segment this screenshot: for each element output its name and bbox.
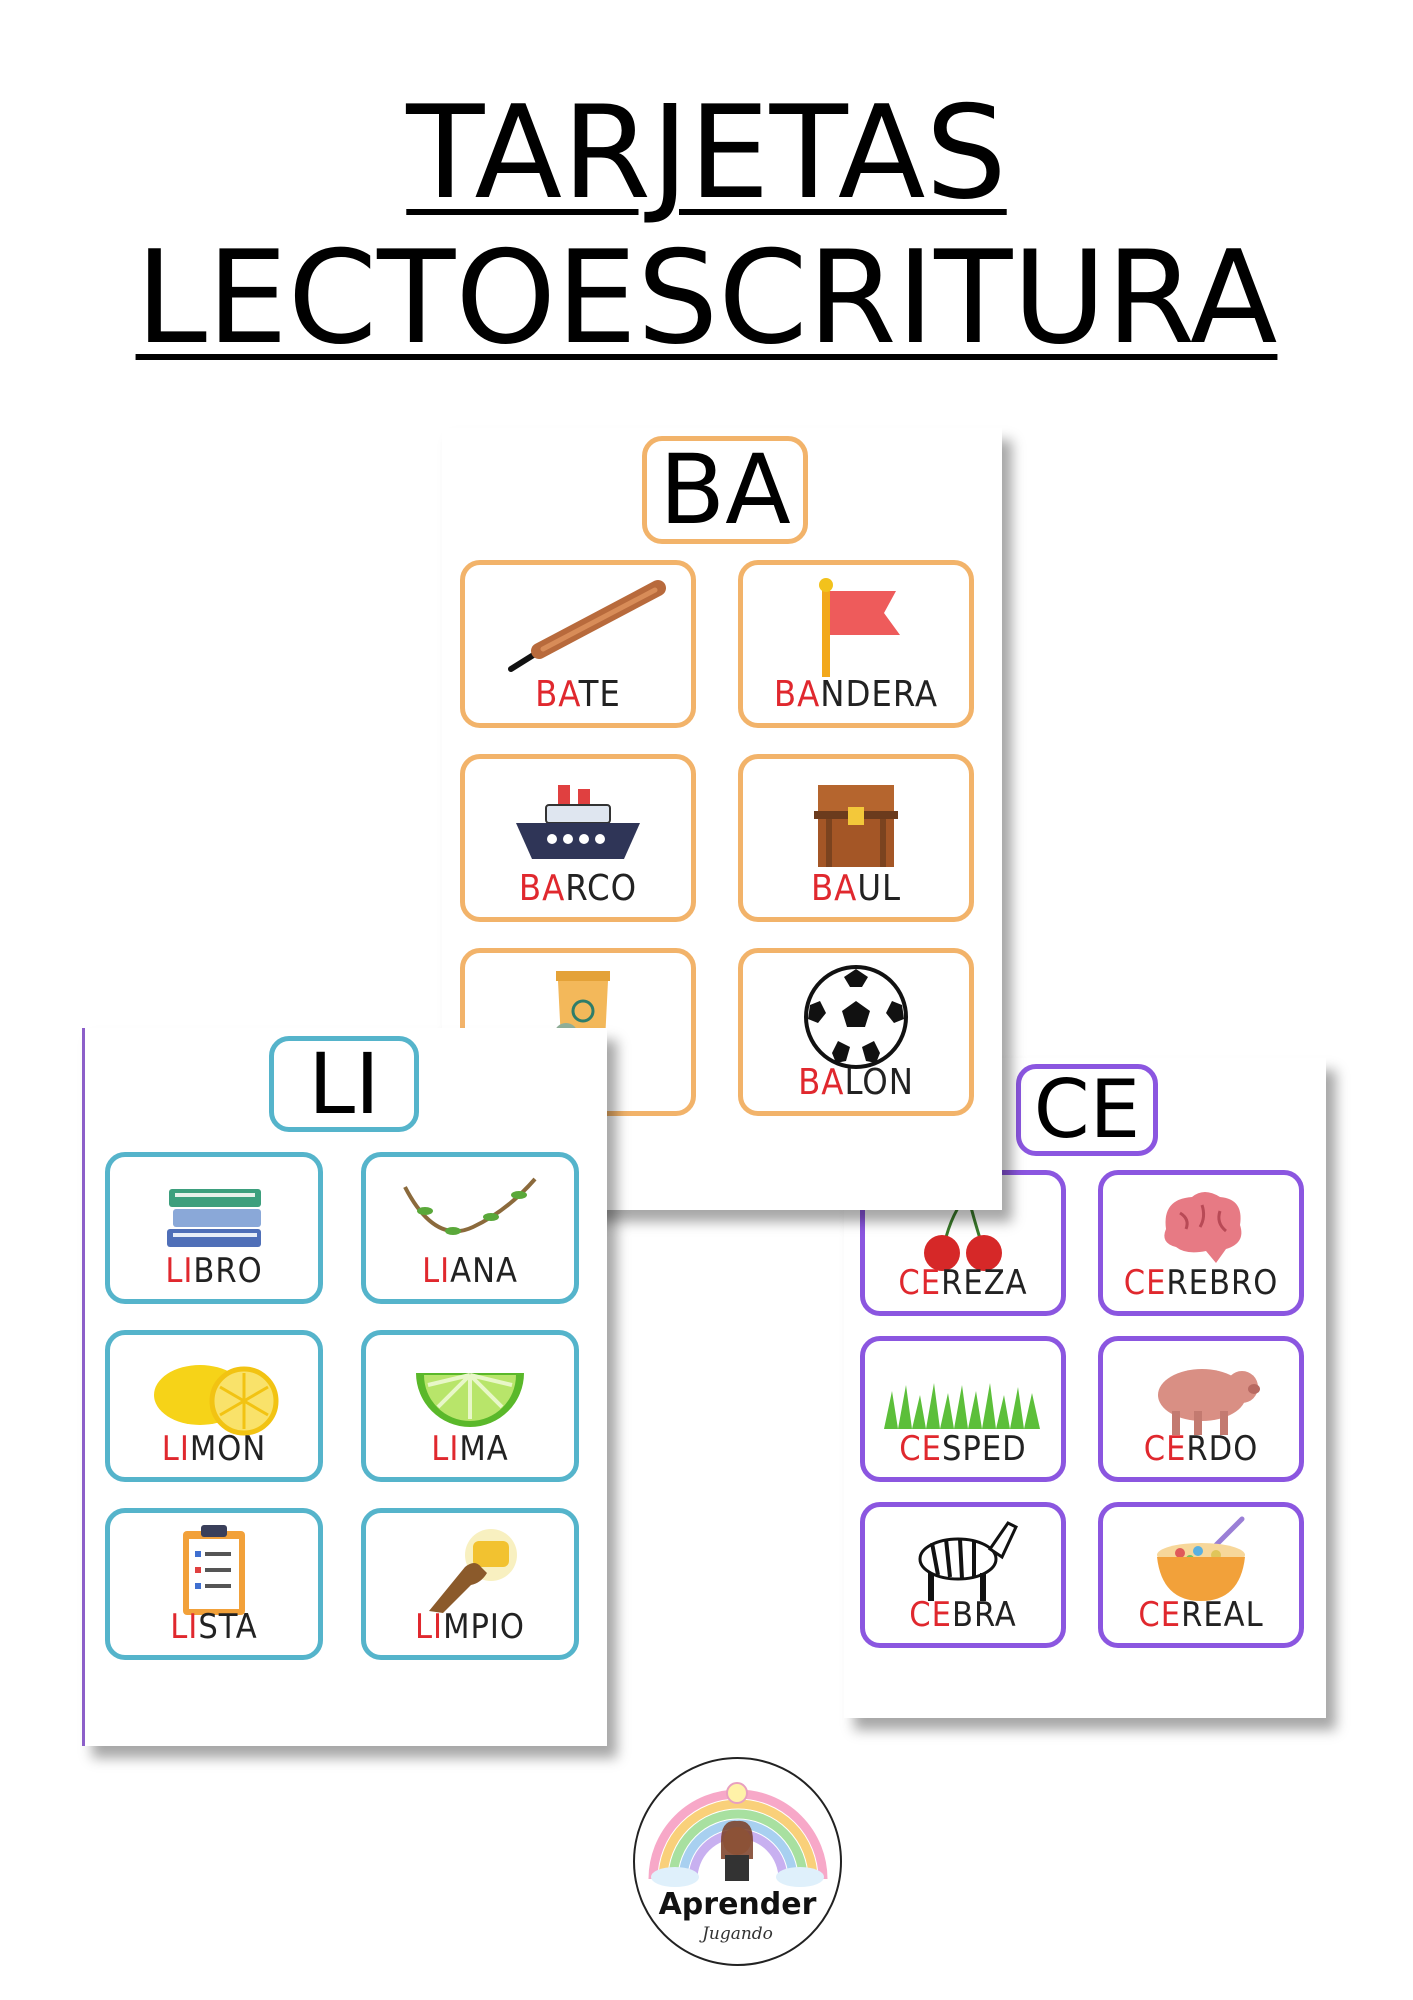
word-label: LIMON: [161, 1429, 267, 1469]
word-label: LIANA: [422, 1251, 518, 1291]
word-card: LISTA: [105, 1508, 323, 1660]
lemon-icon: [110, 1343, 318, 1439]
clipboard-list-icon: [110, 1521, 318, 1617]
pig-icon: [1103, 1349, 1299, 1441]
ship-icon: [465, 767, 691, 877]
word-card: LIMPIO: [361, 1508, 579, 1660]
word-label: LIMPIO: [415, 1607, 525, 1647]
word-card: CEREBRO: [1098, 1170, 1304, 1316]
brain-icon: [1103, 1183, 1299, 1275]
word-label: CEREZA: [898, 1263, 1028, 1303]
word-label: CERDO: [1143, 1429, 1259, 1469]
word-card: CERDO: [1098, 1336, 1304, 1482]
word-card: CEBRA: [860, 1502, 1066, 1648]
syllable-badge: CE: [1016, 1064, 1158, 1156]
cereal-bowl-icon: [1103, 1515, 1299, 1607]
word-card: LIMA: [361, 1330, 579, 1482]
cleaning-sponge-icon: [366, 1521, 574, 1617]
word-card: CESPED: [860, 1336, 1066, 1482]
books-icon: [110, 1165, 318, 1261]
syllable-badge: BA: [642, 436, 808, 544]
cherry-icon: [865, 1183, 1061, 1275]
brand-logo: Aprender Jugando: [633, 1757, 842, 1966]
word-label: CEREBRO: [1123, 1263, 1279, 1303]
lime-icon: [366, 1343, 574, 1439]
word-label: BATE: [535, 674, 621, 715]
word-label: BALON: [798, 1062, 914, 1103]
logo-subtext: Jugando: [702, 1924, 773, 1944]
syllable-badge: LI: [269, 1036, 419, 1132]
word-card: LIANA: [361, 1152, 579, 1304]
logo-text: Aprender: [658, 1887, 817, 1922]
word-label: BARCO: [518, 868, 638, 909]
word-card: BARCO: [460, 754, 696, 922]
word-label: LIBRO: [165, 1251, 263, 1291]
sheet-li: LI LIBRO LIANA: [82, 1028, 607, 1746]
zebra-icon: [865, 1515, 1061, 1607]
word-label: BANDERA: [773, 674, 939, 715]
soccer-ball-icon: [743, 961, 969, 1071]
word-card: BALON: [738, 948, 974, 1116]
word-label: LISTA: [170, 1607, 258, 1647]
treasure-chest-icon: [743, 767, 969, 877]
page-title-line-2: LECTOESCRITURA: [135, 224, 1278, 373]
word-card: LIBRO: [105, 1152, 323, 1304]
word-card: BANDERA: [738, 560, 974, 728]
page-title-line-1: TARJETAS: [406, 79, 1007, 228]
grass-icon: [865, 1349, 1061, 1441]
flag-icon: [743, 573, 969, 683]
word-label: CESPED: [899, 1429, 1027, 1469]
word-card: BAUL: [738, 754, 974, 922]
sheet-ce: CE CEREZA CEREBRO CESPED: [844, 1058, 1326, 1718]
word-label: LIMA: [431, 1429, 509, 1469]
sheet-ba: BA BATE BANDERA: [442, 428, 1002, 1210]
word-card: BATE: [460, 560, 696, 728]
word-label: BAUL: [810, 868, 902, 909]
word-label: CEBRA: [909, 1595, 1017, 1635]
vine-icon: [366, 1165, 574, 1261]
baseball-bat-icon: [465, 573, 691, 683]
word-label: CEREAL: [1138, 1595, 1264, 1635]
word-card: LIMON: [105, 1330, 323, 1482]
word-card: CEREAL: [1098, 1502, 1304, 1648]
